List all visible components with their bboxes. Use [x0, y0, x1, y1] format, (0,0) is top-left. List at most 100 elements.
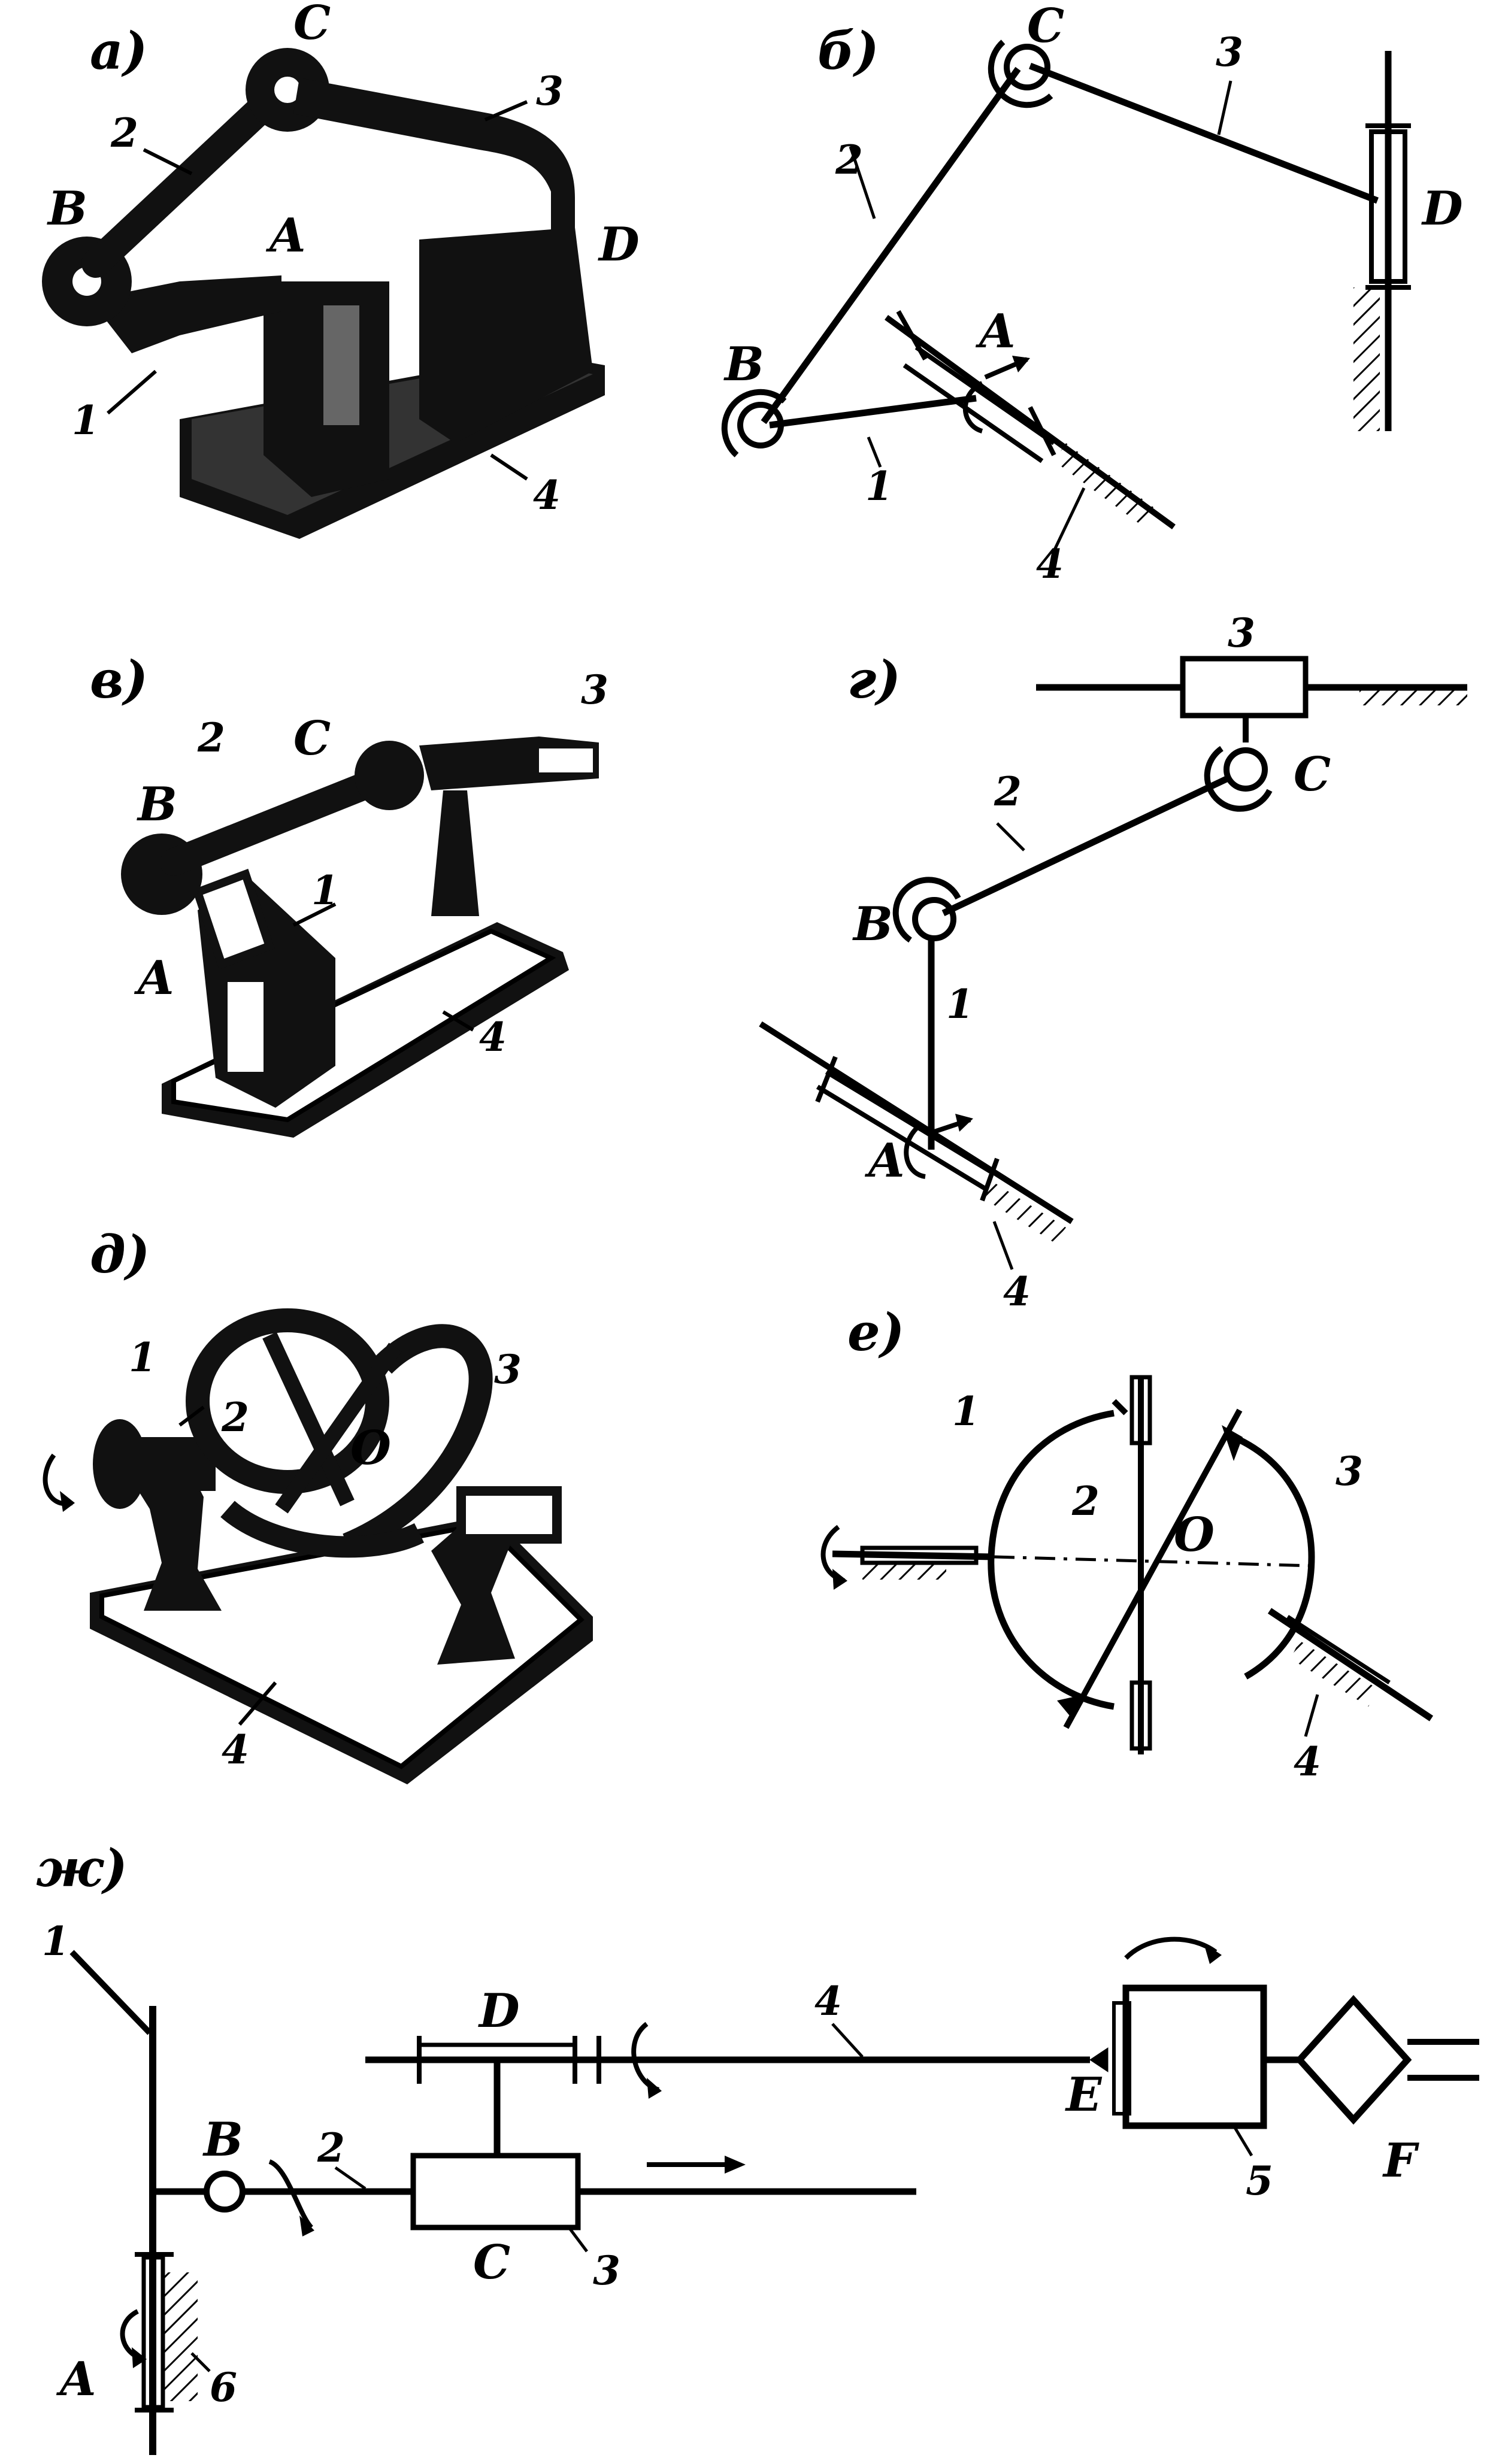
panel-b-leader-1	[867, 437, 882, 468]
panel-g-label-c: C	[1294, 747, 1331, 802]
panel-zh-leader-3	[568, 2226, 588, 2253]
panel-d-label-2: 2	[221, 1394, 249, 1441]
panel-a-housing-right	[419, 228, 593, 443]
panel-zh-label-4: 4	[814, 1978, 842, 2024]
panel-zh-label-3: 3	[593, 2247, 620, 2294]
panel-b-label-c: C	[1027, 0, 1064, 53]
panel-zh-label-2: 2	[317, 2124, 345, 2171]
panel-zh-5-rotation-arc	[1124, 1936, 1218, 1960]
panel-b-label-4: 4	[1036, 541, 1064, 587]
panel-zh-label-c: C	[473, 2235, 510, 2290]
panel-d-cross-link-a	[262, 1332, 355, 1507]
panel-d-perspective-spherical: д) 1 2 O 3 4	[43, 1225, 593, 1784]
panel-b-link-3	[1029, 62, 1379, 204]
panel-b-a-bearing-2	[903, 363, 1044, 463]
panel-b-link-2	[761, 66, 1021, 425]
panel-g-a-bearing-1	[825, 1069, 996, 1176]
panel-zh-5-arrowhead	[1204, 1943, 1222, 1964]
panel-a-housing-highlight	[323, 305, 359, 425]
panel-g-label-3: 3	[1228, 610, 1255, 656]
panel-b-label-2: 2	[835, 137, 863, 183]
panel-b-joint-c	[1004, 44, 1050, 90]
panel-zh-label-e: E	[1065, 2068, 1103, 2122]
panel-v-post	[431, 790, 479, 916]
panel-g-label-2: 2	[994, 768, 1022, 815]
panel-g-a-rotation-arc	[904, 1123, 926, 1179]
panel-d-tag: д)	[90, 1225, 150, 1285]
panel-g-tag: г)	[847, 650, 901, 710]
panel-v-label-1: 1	[311, 867, 339, 914]
panel-b-joint-b	[737, 402, 784, 448]
panel-v-housing-window	[228, 982, 264, 1072]
panel-zh-e-bearing	[1112, 2001, 1131, 2116]
panel-e-leader-4	[1304, 1694, 1319, 1737]
panel-g-a-bearing-2	[816, 1084, 987, 1191]
panel-e-inclined-rod	[1063, 1408, 1243, 1729]
panel-g-label-4: 4	[1003, 1268, 1031, 1315]
panel-a-label-c: C	[293, 0, 331, 50]
panel-a-perspective-fourbar: а) B A C D 2 3 1 4	[42, 0, 640, 539]
panel-e-label-3: 3	[1336, 1448, 1363, 1495]
panel-g-joint-b-arc	[892, 877, 961, 943]
panel-e-center-line	[994, 1555, 1312, 1568]
panel-g-guide-hatch	[1359, 687, 1467, 705]
panel-g-a-cap-1	[815, 1056, 838, 1103]
panel-g-slider-3	[1180, 656, 1309, 719]
panel-v-slider-slot	[539, 748, 593, 772]
panel-b-label-a: A	[975, 304, 1016, 359]
panel-b-leader-3	[1217, 80, 1232, 135]
panel-d-right-shaft	[456, 1486, 562, 1544]
panel-b-leader-4	[1052, 487, 1086, 552]
panel-a-coupler-2	[81, 75, 296, 278]
panel-g-label-a: A	[864, 1133, 905, 1188]
panel-zh-a-arrowhead	[132, 2347, 147, 2368]
panel-e-inclined-end-bottom	[1057, 1695, 1084, 1719]
panel-a-label-2: 2	[110, 110, 138, 156]
panel-a-leader-2	[143, 148, 193, 175]
panel-b-label-3: 3	[1216, 29, 1243, 75]
panel-zh-b-arrowhead	[299, 2216, 314, 2236]
panel-e-label-2: 2	[1071, 1478, 1100, 1525]
panel-e-vertical-bearing-bottom	[1129, 1680, 1152, 1751]
panel-g-label-1: 1	[946, 981, 974, 1028]
panel-zh-combined-mechanism: ж)	[36, 1838, 1479, 2455]
panel-e-vertical-bearing-top	[1129, 1375, 1152, 1445]
panel-v-tag: в)	[90, 650, 148, 710]
panel-e-label-1: 1	[952, 1388, 980, 1435]
panel-b-a-hatch	[1054, 443, 1156, 527]
panel-v-perspective-slider: в) B C A 2 3 1 4	[90, 650, 608, 1138]
panel-d-right-support	[431, 1509, 515, 1665]
panel-d-label-3: 3	[494, 1346, 522, 1393]
panel-zh-leader-5	[1232, 2124, 1253, 2157]
panel-b-joint-c-arc	[988, 40, 1053, 108]
panel-zh-leader-6	[190, 2352, 211, 2372]
panel-b-a-rotation-arc	[962, 381, 983, 434]
panel-v-label-a: A	[134, 951, 174, 1005]
panel-zh-motion-arrowhead	[725, 2156, 746, 2174]
panel-b-a-arrowhead	[1012, 356, 1030, 372]
panel-e-schematic-spherical: е) 1 2 O 3 4	[820, 1302, 1434, 1785]
panel-v-label-c: C	[293, 711, 331, 766]
panel-zh-arm-1	[69, 1950, 152, 2035]
panel-d-label-o: O	[350, 1421, 391, 1475]
panel-e-output-hatch	[1291, 1641, 1377, 1707]
panel-g-joint-b	[912, 897, 956, 941]
panel-d-label-4: 4	[222, 1726, 249, 1773]
panel-v-leader-1	[292, 902, 337, 927]
panel-b-a-cap-2	[1028, 406, 1056, 456]
panel-e-tag: е)	[847, 1302, 904, 1363]
panel-g-joint-c-arc	[1204, 745, 1273, 812]
panel-d-rotation-arc	[43, 1453, 72, 1507]
panel-a-crank-1	[90, 275, 281, 353]
panel-g-schematic-slider: г) 3 C 2 B 1 A	[759, 610, 1467, 1315]
panel-zh-slider-3	[410, 2153, 581, 2230]
panel-zh-a-hatch	[165, 2272, 198, 2401]
panel-v-joint-c	[355, 741, 424, 810]
panel-g-joint-c	[1224, 747, 1268, 792]
panel-d-ring-1	[186, 1308, 389, 1494]
panel-d-rotation-arrowhead	[60, 1491, 75, 1512]
panel-g-a-cap-2	[980, 1157, 1000, 1202]
panel-v-label-4: 4	[479, 1014, 507, 1060]
panel-zh-body-5	[1122, 1984, 1267, 2129]
panel-e-output-shaft	[1267, 1608, 1434, 1722]
